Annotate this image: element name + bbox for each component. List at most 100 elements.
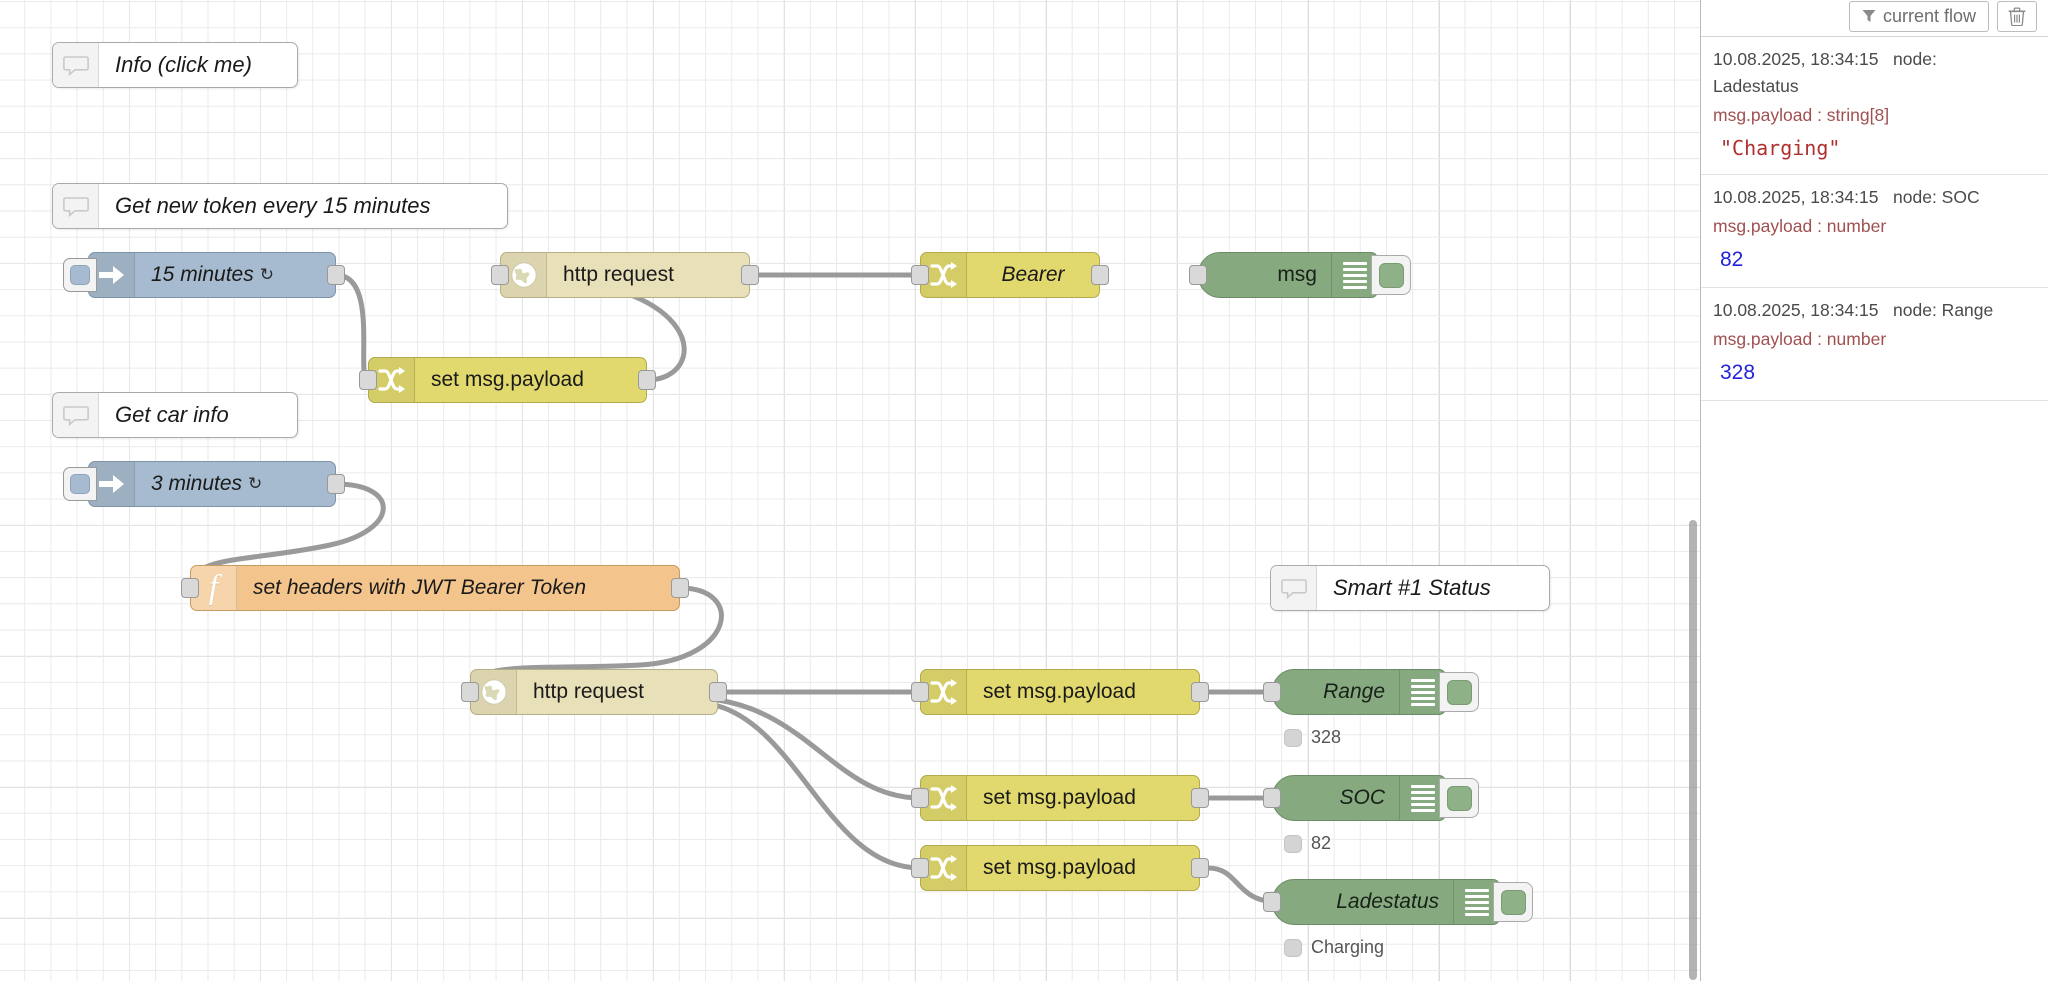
output-port[interactable] (1191, 858, 1209, 878)
change-node-set-msg-payload-ladestatus[interactable]: set msg.payload (911, 845, 1209, 891)
change-node-bearer[interactable]: Bearer (911, 252, 1109, 298)
change-node-set-msg-payload-soc[interactable]: set msg.payload (911, 775, 1209, 821)
debug-node-prefix: node: (1893, 49, 1937, 69)
debug-property: msg.payload : number (1713, 329, 1887, 349)
filter-label: current flow (1882, 5, 1976, 26)
comment-node-info[interactable]: Info (click me) (52, 42, 298, 88)
function-label: set headers with JWT Bearer Token (253, 576, 587, 599)
debug-property: msg.payload : number (1713, 216, 1887, 237)
output-port[interactable] (709, 682, 727, 702)
output-port[interactable] (1191, 682, 1209, 702)
debug-property: msg.payload : string[8] (1713, 105, 1890, 126)
change-label: set msg.payload (983, 680, 1136, 703)
http-request-node-car[interactable]: http request (461, 669, 727, 715)
flow-canvas[interactable]: Info (click me) Get new token every 15 m… (0, 0, 1700, 981)
status-dot-icon (1284, 728, 1302, 747)
debug-node-name: Ladestatus (1713, 76, 1799, 97)
debug-message-header: 10.08.2025, 18:34:15 node: SOC (1713, 184, 2036, 211)
debug-message-header: 10.08.2025, 18:34:15 node: Range (1713, 297, 2036, 324)
input-port[interactable] (1263, 788, 1281, 808)
function-node-set-headers-jwt[interactable]: f set headers with JWT Bearer Token (181, 565, 689, 611)
debug-value: "Charging" (1720, 136, 1841, 161)
http-request-label: http request (563, 263, 674, 286)
debug-message-row[interactable]: 10.08.2025, 18:34:15 node: Range msg.pay… (1701, 288, 2048, 401)
debug-message-header: 10.08.2025, 18:34:15 node: Ladestatus (1713, 46, 2036, 100)
canvas-vertical-scrollbar[interactable] (1689, 520, 1697, 980)
input-port[interactable] (359, 370, 377, 390)
inject-node-15-minutes[interactable]: 15 minutes ↻ (63, 252, 345, 298)
output-port[interactable] (1091, 265, 1109, 285)
change-node-set-msg-payload-range[interactable]: set msg.payload (911, 669, 1209, 715)
comment-bubble-icon (1271, 566, 1317, 610)
change-node-set-msg-payload-token[interactable]: set msg.payload (359, 357, 656, 403)
debug-message-list[interactable]: 10.08.2025, 18:34:15 node: Ladestatus ms… (1701, 37, 2048, 981)
filter-current-flow-button[interactable]: current flow (1848, 0, 1989, 32)
comment-label: Smart #1 Status (1333, 575, 1491, 600)
debug-node-msg[interactable]: msg (1189, 252, 1411, 298)
debug-value: 82 (1720, 248, 1744, 272)
input-port[interactable] (911, 858, 929, 878)
output-port[interactable] (327, 474, 345, 494)
inject-trigger-button[interactable] (63, 467, 97, 501)
debug-enable-toggle[interactable] (1493, 882, 1533, 922)
debug-node-soc[interactable]: SOC (1263, 775, 1479, 821)
comment-bubble-icon (53, 184, 99, 228)
comment-label: Info (click me) (115, 52, 252, 77)
output-port[interactable] (741, 265, 759, 285)
node-status-ladestatus: Charging (1284, 937, 1384, 958)
input-port[interactable] (1263, 682, 1281, 702)
inject-label-text: 15 minutes (151, 263, 254, 286)
debug-enable-toggle[interactable] (1371, 255, 1411, 295)
comment-label: Get new token every 15 minutes (115, 193, 431, 218)
input-port[interactable] (181, 578, 199, 598)
output-port[interactable] (327, 265, 345, 285)
debug-value: 328 (1720, 361, 1756, 384)
input-port[interactable] (911, 682, 929, 702)
debug-message-row[interactable]: 10.08.2025, 18:34:15 node: Ladestatus ms… (1701, 37, 2048, 176)
clear-debug-button[interactable] (1997, 0, 2037, 32)
comment-node-get-car-info[interactable]: Get car info (52, 392, 298, 438)
inject-trigger-button[interactable] (63, 258, 97, 292)
inject-label-text: 3 minutes (151, 472, 243, 495)
debug-node-prefix: node: SOC (1893, 187, 1980, 208)
node-status-soc: 82 (1284, 833, 1331, 854)
input-port[interactable] (911, 788, 929, 808)
status-text: Charging (1311, 937, 1385, 957)
comment-label: Get car info (115, 402, 229, 427)
debug-timestamp: 10.08.2025, 18:34:15 (1713, 49, 1879, 69)
input-port[interactable] (1263, 892, 1281, 912)
input-port[interactable] (491, 265, 509, 285)
comment-bubble-icon (53, 393, 99, 437)
comment-node-smart-1-status[interactable]: Smart #1 Status (1270, 565, 1550, 611)
debug-enable-toggle[interactable] (1439, 672, 1479, 712)
output-port[interactable] (671, 578, 689, 598)
debug-lines-icon (1399, 776, 1445, 820)
debug-sidebar: current flow 10.08.2025, 18:34:15 (1700, 0, 2048, 981)
debug-timestamp: 10.08.2025, 18:34:15 (1713, 299, 1879, 320)
repeat-icon: ↻ (259, 265, 274, 284)
inject-node-3-minutes[interactable]: 3 minutes ↻ (63, 461, 345, 507)
debug-node-prefix: node: Range (1893, 299, 1994, 320)
output-port[interactable] (1191, 788, 1209, 808)
repeat-icon: ↻ (248, 474, 263, 493)
change-label: set msg.payload (431, 368, 584, 391)
debug-node-ladestatus[interactable]: Ladestatus (1263, 879, 1533, 925)
status-dot-icon (1284, 938, 1302, 957)
output-port[interactable] (638, 370, 656, 390)
input-port[interactable] (911, 265, 929, 285)
debug-lines-icon (1399, 670, 1445, 714)
debug-label: Range (1323, 680, 1385, 703)
comment-node-get-new-token[interactable]: Get new token every 15 minutes (52, 183, 508, 229)
shuffle-icon (369, 358, 415, 402)
change-label: Bearer (1001, 263, 1065, 286)
debug-enable-toggle[interactable] (1439, 778, 1479, 818)
status-dot-icon (1284, 834, 1302, 853)
debug-message-row[interactable]: 10.08.2025, 18:34:15 node: SOC msg.paylo… (1701, 175, 2048, 288)
debug-node-range[interactable]: Range (1263, 669, 1479, 715)
comment-bubble-icon (53, 43, 99, 87)
node-status-range: 328 (1284, 727, 1341, 748)
funnel-icon (1862, 9, 1876, 23)
input-port[interactable] (1189, 265, 1207, 285)
http-request-node-token[interactable]: http request (491, 252, 759, 298)
input-port[interactable] (461, 682, 479, 702)
